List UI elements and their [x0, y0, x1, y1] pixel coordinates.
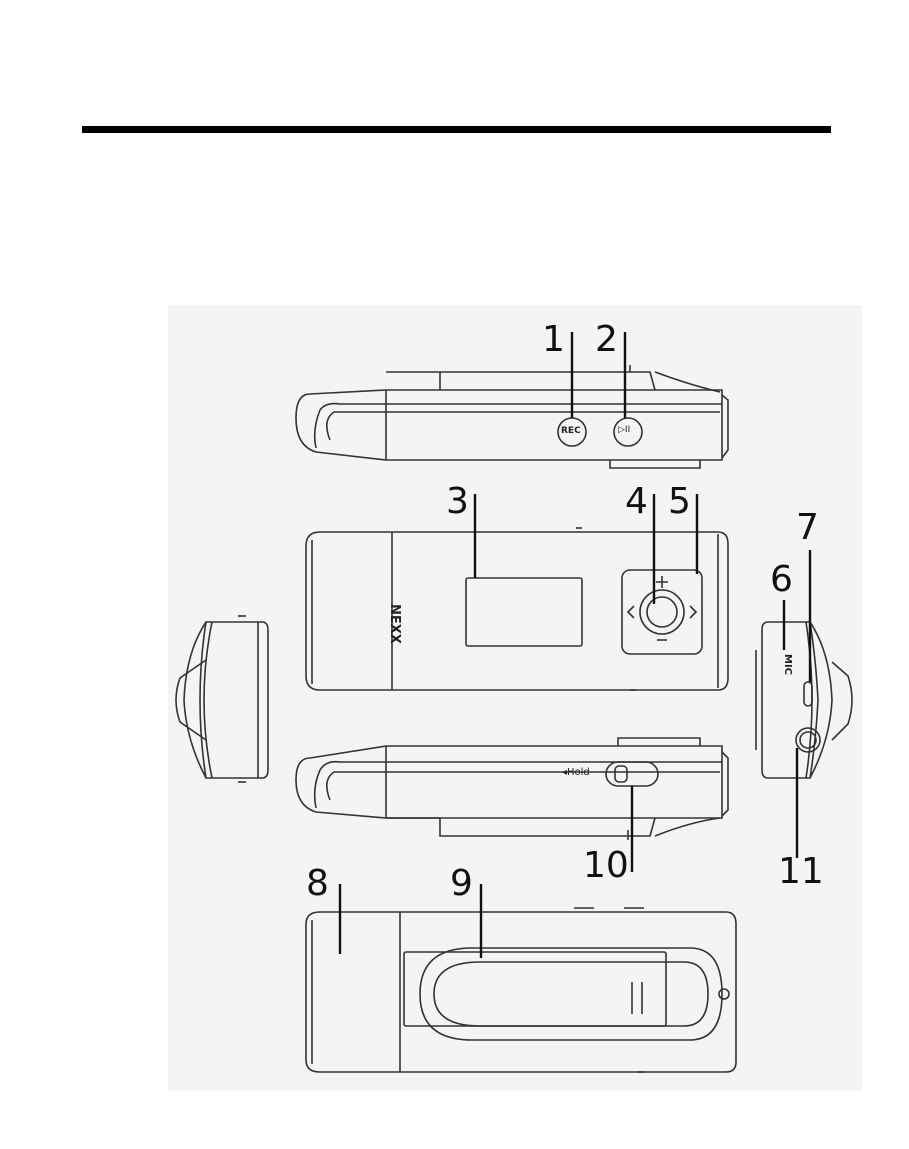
bottom-view: [296, 738, 728, 872]
belt-clip[interactable]: [404, 952, 666, 1026]
callout-11: 11: [778, 854, 824, 890]
hold-switch[interactable]: [606, 762, 658, 786]
callout-6: 6: [770, 562, 793, 598]
callout-10: 10: [583, 848, 629, 884]
hold-label: ◂Hold: [562, 767, 590, 778]
brand-logo: NEXX: [387, 604, 402, 644]
callout-2: 2: [595, 322, 618, 358]
callout-7: 7: [796, 510, 819, 546]
mic-label: MIC: [782, 654, 793, 675]
top-view: [296, 332, 728, 468]
rec-label: REC: [561, 426, 581, 436]
callout-1: 1: [542, 322, 565, 358]
callout-9: 9: [450, 866, 473, 902]
callout-8: 8: [306, 866, 329, 902]
play-pause-label: ▷II: [618, 425, 630, 435]
mic-hole: [804, 682, 812, 706]
lcd-screen: [466, 578, 582, 646]
back-view: [306, 884, 736, 1072]
callout-3: 3: [446, 484, 469, 520]
front-view: [306, 494, 728, 690]
callout-4: 4: [625, 484, 648, 520]
left-end-view: [176, 616, 268, 782]
callout-5: 5: [668, 484, 691, 520]
